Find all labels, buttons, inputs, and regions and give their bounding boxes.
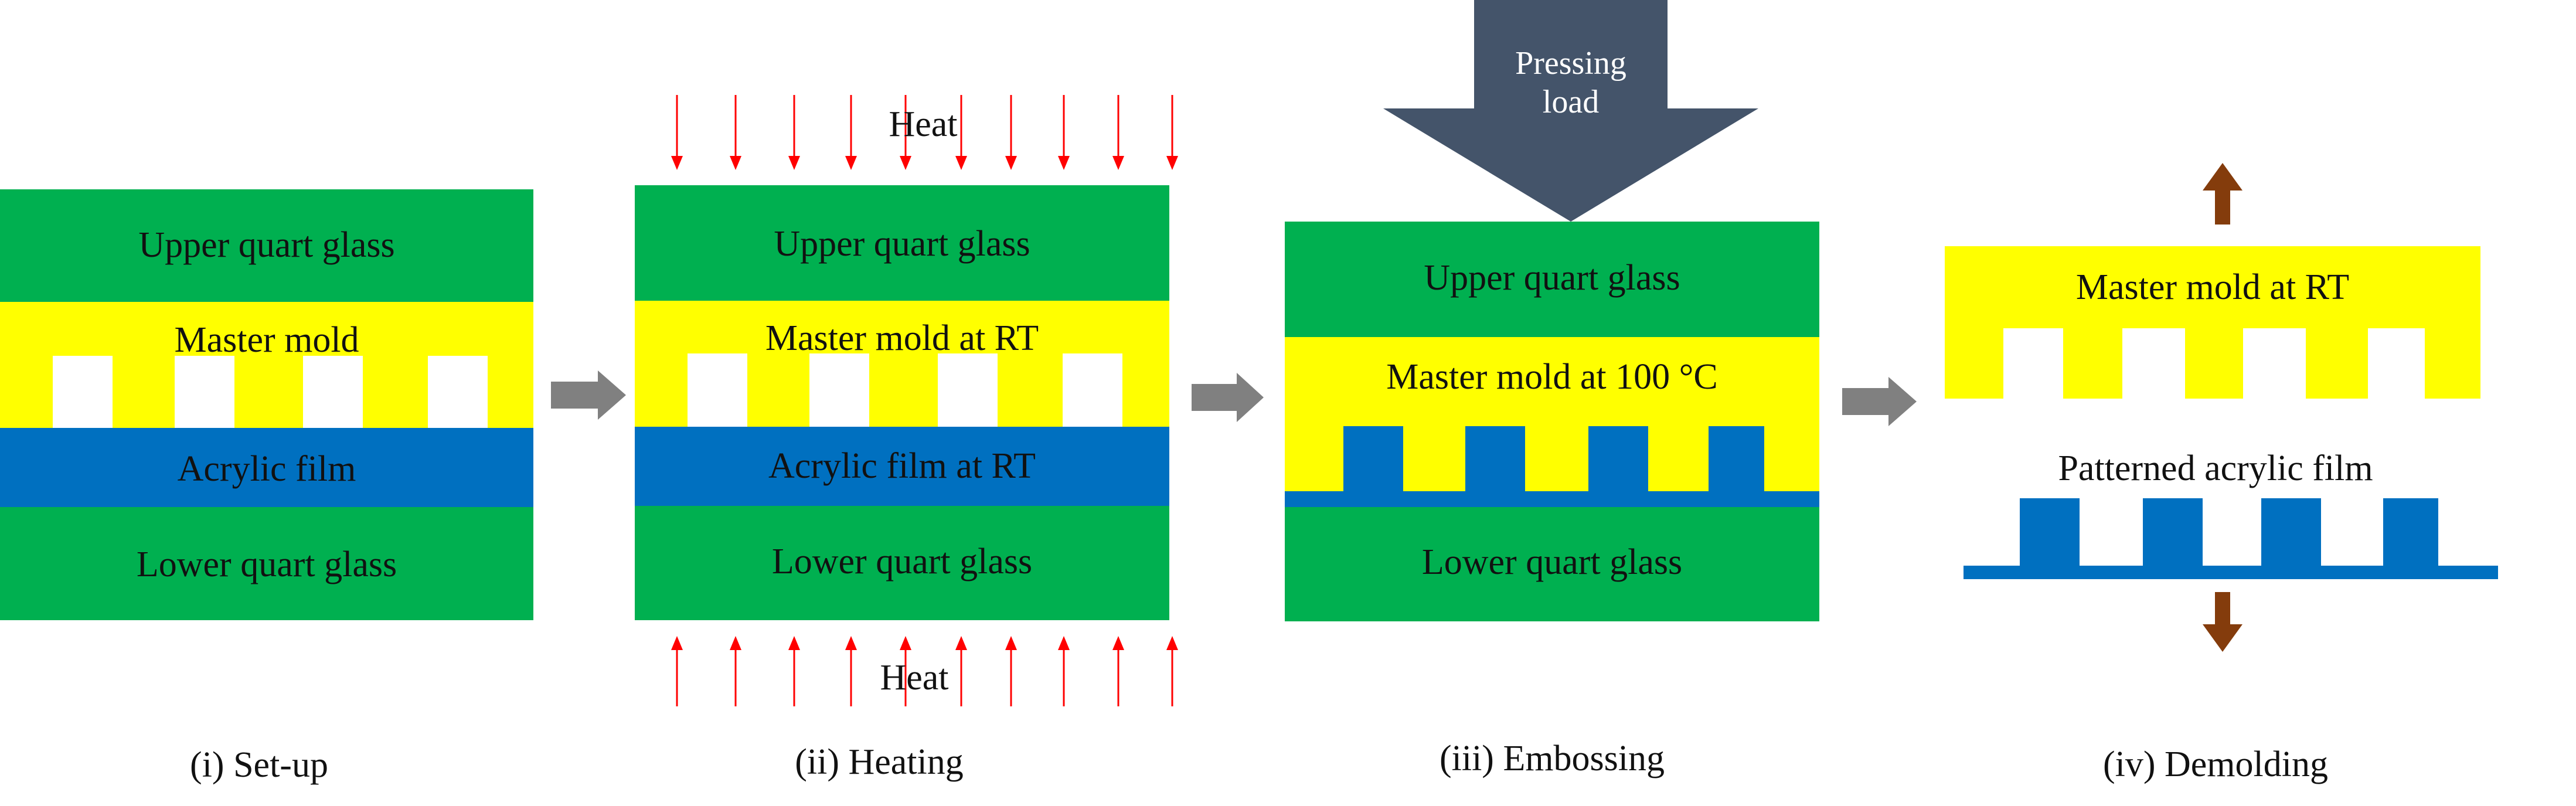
heat-arrow-down — [1058, 95, 1070, 170]
setup-film-label: Acrylic film — [178, 449, 356, 489]
heating-mold-cavities — [688, 353, 1122, 427]
heat-arrows-bottom — [671, 636, 1178, 706]
embossing-mold-label: Master mold at 100 °C — [1386, 357, 1718, 397]
heat-arrow-up — [730, 636, 741, 706]
demolding-film-label: Patterned acrylic film — [2058, 448, 2373, 488]
heating-film-label: Acrylic film at RT — [768, 446, 1036, 486]
flow-arrow-1 — [551, 370, 626, 420]
mold-cavity — [809, 353, 869, 427]
heat-arrow-up — [845, 636, 857, 706]
film-ridge — [1465, 426, 1525, 491]
setup-upper-glass-label: Upper quart glass — [138, 225, 394, 265]
heating-mold-label: Master mold at RT — [765, 318, 1039, 358]
mold-cavity — [303, 356, 363, 428]
mold-tooth — [1648, 422, 1709, 491]
heating-upper-glass-label: Upper quart glass — [774, 224, 1030, 264]
heat-arrow-up — [671, 636, 683, 706]
demolding-mold-label: Master mold at RT — [2076, 267, 2349, 307]
panel-embossing: Pressing load Upper quart glass Master m… — [1285, 0, 1819, 778]
embossing-film-ridges — [1343, 426, 1764, 491]
heating-lower-glass — [635, 506, 1169, 620]
heat-arrow-down — [788, 95, 800, 170]
mold-cavity — [688, 353, 747, 427]
mold-cavity — [1063, 353, 1122, 427]
heat-arrow-up — [1005, 636, 1017, 706]
setup-lower-glass — [0, 507, 533, 620]
mold-cavity — [175, 356, 234, 428]
flow-arrow-3 — [1842, 377, 1917, 426]
film-ridge — [1343, 426, 1403, 491]
heating-lower-glass-label: Lower quart glass — [772, 542, 1032, 581]
embossing-lower-glass — [1285, 507, 1819, 621]
mold-tooth — [1525, 422, 1588, 491]
mold-cavity — [428, 356, 488, 428]
heat-arrow-down — [1005, 95, 1017, 170]
pressing-load-line2: load — [1543, 84, 1599, 120]
film-ridge — [1588, 426, 1648, 491]
embossing-film-base — [1285, 491, 1819, 507]
setup-film — [0, 428, 533, 507]
embossing-lower-glass-label: Lower quart glass — [1422, 542, 1682, 582]
heat-arrow-up — [1058, 636, 1070, 706]
heat-arrows-top — [671, 95, 1178, 170]
embossing-upper-glass-label: Upper quart glass — [1424, 258, 1680, 298]
embossing-caption: (iii) Embossing — [1440, 739, 1665, 778]
embossing-mold-teeth — [1403, 422, 1709, 491]
demold-up-arrow — [2203, 163, 2242, 225]
setup-mold-cavities — [53, 356, 488, 428]
embossing-upper-glass — [1285, 222, 1819, 337]
setup-upper-glass — [0, 189, 533, 302]
demolding-patterned-film — [1964, 498, 2498, 579]
heat-arrow-down — [671, 95, 683, 170]
heat-arrow-up — [1166, 636, 1178, 706]
panel-demolding: Master mold at RT Patterned acrylic film… — [1945, 163, 2498, 784]
heat-bottom-label: Heat — [880, 658, 948, 698]
pressing-load-line1: Pressing — [1515, 45, 1626, 81]
demolding-caption: (iv) Demolding — [2103, 744, 2328, 784]
pressing-load-arrow — [1383, 0, 1758, 222]
panel-setup: Upper quart glass Master mold Acrylic fi… — [0, 189, 533, 785]
heat-arrow-up — [900, 636, 911, 706]
heat-arrow-down — [730, 95, 741, 170]
heat-arrow-up — [1112, 636, 1124, 706]
heat-arrow-down — [955, 95, 967, 170]
mold-cavity — [938, 353, 998, 427]
setup-caption: (i) Set-up — [190, 745, 328, 785]
setup-lower-glass-label: Lower quart glass — [137, 545, 397, 584]
heat-arrow-down — [900, 95, 911, 170]
mold-cavity — [53, 356, 113, 428]
heating-caption: (ii) Heating — [795, 742, 964, 782]
heating-upper-glass — [635, 185, 1169, 301]
heat-arrow-down — [1166, 95, 1178, 170]
demolding-mold — [1945, 246, 2480, 399]
heat-arrow-up — [955, 636, 967, 706]
mold-tooth — [1403, 422, 1465, 491]
heat-top-label: Heat — [889, 104, 957, 144]
setup-mold-label: Master mold — [174, 320, 359, 360]
heating-film — [635, 427, 1169, 506]
panel-heating: Upper quart glass Master mold at RT Acry… — [635, 95, 1178, 782]
heat-arrow-up — [788, 636, 800, 706]
film-ridge — [1709, 426, 1764, 491]
heat-arrow-down — [1112, 95, 1124, 170]
heat-arrow-down — [845, 95, 857, 170]
flow-arrow-2 — [1192, 373, 1264, 422]
demold-down-arrow — [2203, 592, 2242, 652]
